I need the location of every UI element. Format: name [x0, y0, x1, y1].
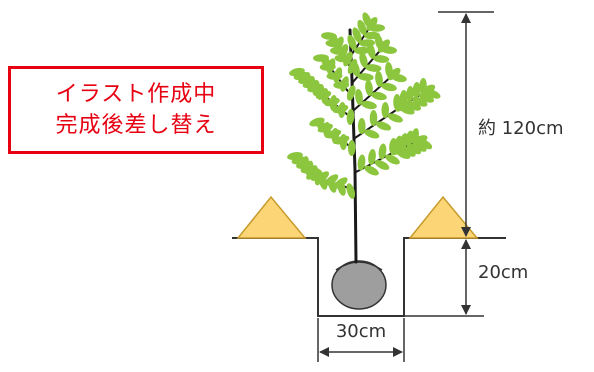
tree-leaf — [365, 64, 382, 72]
tree-leaf — [366, 16, 378, 32]
tree-leaf — [377, 39, 391, 53]
tree-leaf — [315, 120, 329, 132]
tree-leaf — [343, 51, 353, 67]
tree-leaf — [371, 91, 387, 101]
left-soil-mound — [236, 195, 307, 239]
tree-leaf — [340, 76, 349, 92]
tree-leaf — [365, 80, 373, 96]
tree-leaf — [331, 128, 340, 144]
tree-leaf — [337, 180, 346, 196]
tree-leaf — [346, 109, 355, 125]
tree-leaf — [357, 19, 367, 36]
tree-leaf — [338, 102, 346, 118]
tree-leaf — [347, 140, 356, 156]
tree-leaf — [347, 34, 357, 51]
tree-leaf — [375, 121, 392, 131]
tree-leaf — [368, 149, 376, 165]
tree-leaf — [412, 135, 428, 145]
tree-leaf — [385, 154, 400, 165]
tree-leaf — [354, 46, 370, 55]
tree-leaf — [401, 146, 416, 157]
tree-leaf — [387, 113, 403, 123]
tree-leaf — [420, 84, 436, 96]
root-ball — [331, 260, 387, 310]
width-dimension-label: 30cm — [336, 321, 386, 342]
tree-leaf — [399, 90, 408, 106]
tree-leaf — [328, 32, 340, 48]
tree-leaf — [352, 27, 362, 43]
tree-leaf — [357, 73, 374, 81]
tree-leaf — [357, 154, 366, 171]
tree-leaf — [357, 118, 366, 134]
tree-leaf — [359, 52, 368, 68]
tree-leaf — [351, 61, 360, 77]
height-dimension-label: 約 120cm — [478, 118, 564, 139]
tree-leaf — [346, 183, 356, 199]
placeholder-note-line-1: イラスト作成中 — [55, 82, 217, 107]
tree-leaf — [327, 177, 337, 193]
tree-leaf — [381, 82, 397, 92]
tree-leaf — [364, 129, 380, 139]
tree-leaf — [375, 71, 383, 87]
depth-dimension-label: 20cm — [478, 262, 528, 283]
tree-leaf — [419, 93, 434, 103]
tree-leaf — [381, 102, 390, 118]
tree-leaf — [367, 43, 376, 59]
tree-leaf — [412, 82, 421, 98]
tree-leaf — [406, 143, 422, 155]
tree-leaf — [295, 69, 309, 83]
tree-leaf — [359, 39, 375, 47]
tree-leaf — [320, 55, 332, 69]
tree-foliage — [287, 12, 441, 199]
tree-leaf — [361, 100, 377, 110]
placeholder-note-box: イラスト作成中 完成後差し替え — [8, 66, 264, 154]
tree-leaf — [378, 143, 387, 160]
tree-leaf — [355, 89, 363, 105]
root-ball-tie — [335, 261, 383, 271]
tree-leaf — [339, 134, 348, 150]
placeholder-note-line-2: 完成後差し替え — [55, 113, 217, 138]
tree-leaf — [406, 101, 421, 111]
tree-leaf — [293, 153, 307, 167]
tree-leaf — [329, 95, 338, 111]
tree-leaf — [338, 44, 349, 59]
tree-leaf — [346, 85, 356, 101]
tree-leaf — [406, 86, 414, 102]
tree-leaf — [374, 160, 390, 170]
tree-leaf — [387, 67, 401, 81]
tree-leaf — [369, 110, 378, 126]
tree-leaf — [412, 97, 428, 107]
right-soil-mound — [408, 195, 479, 239]
tree-leaf — [373, 55, 390, 63]
tree-leaf — [364, 31, 380, 40]
tree-leaf — [333, 67, 343, 83]
sapling-tree — [287, 12, 441, 264]
tree-leaf — [364, 165, 379, 176]
